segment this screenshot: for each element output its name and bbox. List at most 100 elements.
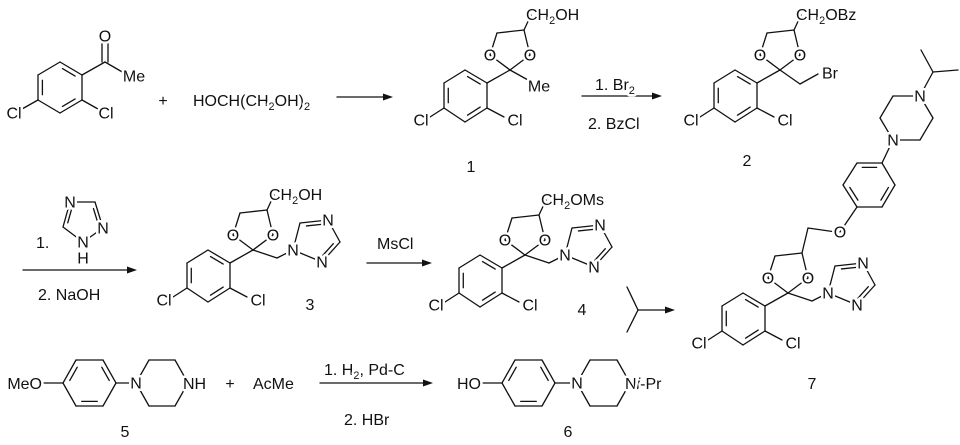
dichlorophenyl-ring-bond bbox=[458, 292, 481, 308]
text-part: CH bbox=[541, 192, 564, 209]
nitrogen-atom: N bbox=[316, 255, 328, 272]
text-part: OMs bbox=[570, 192, 604, 209]
bond bbox=[501, 254, 526, 269]
ring-double-bond bbox=[69, 366, 78, 382]
chlorine-atom: Cl bbox=[691, 336, 706, 353]
phenyl-ring-bond bbox=[102, 359, 117, 384]
dichlorophenyl-ring-bond bbox=[742, 292, 766, 307]
chlorine-atom: Cl bbox=[683, 113, 698, 130]
bond bbox=[787, 277, 809, 294]
triazole-bond bbox=[834, 262, 864, 267]
triazole-bond bbox=[292, 222, 301, 251]
phenyl-ring-bond bbox=[881, 162, 896, 186]
bond bbox=[799, 73, 819, 85]
reagent-label: 2. NaOH bbox=[38, 287, 100, 304]
dichlorophenyl-ring-bond bbox=[464, 69, 488, 84]
reaction-arrow-6-head bbox=[423, 379, 433, 387]
chlorine-atom: Cl bbox=[98, 106, 113, 123]
bond bbox=[511, 214, 540, 219]
ring-double-bond bbox=[481, 291, 496, 301]
isopropyl-bond bbox=[626, 309, 639, 333]
bond bbox=[524, 239, 546, 256]
chlorine-atom: Cl bbox=[507, 113, 522, 130]
nitrogen-atom: N bbox=[287, 243, 299, 260]
phenyl-ring-bond bbox=[62, 359, 77, 384]
nitrogen-atom: N bbox=[851, 298, 863, 315]
dichlorophenyl-ring-bond bbox=[186, 249, 209, 264]
bond bbox=[699, 107, 715, 118]
triazole-bond bbox=[856, 284, 876, 306]
methyl-label: Me bbox=[123, 69, 145, 86]
reagent-label: 2. BzCl bbox=[588, 116, 640, 133]
dichlorophenyl-ring-bond bbox=[443, 69, 466, 84]
piperazine-bond bbox=[174, 359, 189, 384]
text-part: , Pd-C bbox=[359, 362, 404, 379]
phenyl-ring-bond bbox=[541, 359, 556, 384]
bond bbox=[229, 249, 254, 264]
bond bbox=[801, 252, 809, 279]
ring-double-bond bbox=[61, 98, 76, 108]
ring-double-bond bbox=[466, 75, 481, 85]
oxygen-atom: O bbox=[539, 233, 551, 250]
oxygen-atom: O bbox=[484, 48, 496, 65]
bond bbox=[759, 32, 768, 56]
ring-double-bond bbox=[540, 366, 549, 382]
ring-double-bond bbox=[61, 67, 76, 77]
isopropyl-amine-label: Ni-Pr bbox=[625, 376, 662, 393]
phenyl-ring-bond bbox=[501, 359, 516, 384]
bond bbox=[807, 227, 837, 233]
phenyl-ring-bond bbox=[842, 162, 858, 186]
compound-number: 7 bbox=[808, 376, 817, 393]
bond bbox=[81, 61, 106, 76]
chlorine-atom: Cl bbox=[522, 298, 537, 315]
bond bbox=[501, 292, 520, 303]
acetophenone-ring-bond bbox=[37, 99, 61, 114]
bond bbox=[21, 99, 39, 110]
piperazine-bond bbox=[919, 117, 934, 141]
bond bbox=[172, 287, 188, 298]
bond bbox=[779, 69, 801, 85]
text-part: CH bbox=[526, 7, 549, 24]
phenyl-ring-bond bbox=[881, 184, 896, 208]
bond bbox=[793, 29, 801, 56]
plus-sign: + bbox=[225, 376, 234, 393]
subscript: 2 bbox=[304, 101, 310, 113]
text-part: OH bbox=[555, 7, 579, 24]
nitrogen-atom: N bbox=[887, 133, 899, 150]
ring-double-bond bbox=[577, 228, 596, 232]
oxygen-atom: O bbox=[754, 48, 766, 65]
compound-number: 2 bbox=[743, 153, 752, 170]
oxygen-atom: O bbox=[834, 225, 846, 242]
subscript: 2 bbox=[292, 195, 298, 207]
bond bbox=[932, 69, 959, 73]
bond bbox=[756, 107, 775, 118]
nitrogen-atom: N bbox=[594, 218, 606, 235]
ring-double-bond bbox=[840, 266, 859, 270]
bond bbox=[756, 69, 781, 84]
bond bbox=[252, 249, 278, 259]
bond bbox=[229, 287, 248, 298]
ring-double-bond bbox=[849, 186, 859, 201]
triazole-bond bbox=[599, 224, 613, 248]
piperazine-bond bbox=[616, 359, 631, 384]
oxygen-atom: O bbox=[499, 233, 511, 250]
nitrogen-atom: N bbox=[130, 376, 142, 393]
bond bbox=[504, 239, 526, 256]
reaction-arrow-3-head bbox=[127, 266, 137, 274]
ring-double-bond bbox=[880, 186, 890, 201]
piperazine-bond bbox=[174, 382, 189, 407]
bond bbox=[774, 252, 803, 257]
bond bbox=[919, 71, 934, 97]
oxygen-atom: O bbox=[227, 228, 239, 245]
bond bbox=[787, 292, 813, 302]
bond bbox=[538, 214, 546, 241]
text-part: CH bbox=[796, 7, 819, 24]
compound-number: 6 bbox=[564, 424, 573, 441]
bond bbox=[523, 29, 531, 56]
triazole-bond bbox=[292, 249, 323, 263]
reagent-label: 1. H2, Pd-C bbox=[324, 362, 405, 382]
phenyl-ring-bond bbox=[541, 382, 556, 407]
ring-double-bond bbox=[101, 366, 110, 382]
bond bbox=[538, 199, 547, 216]
